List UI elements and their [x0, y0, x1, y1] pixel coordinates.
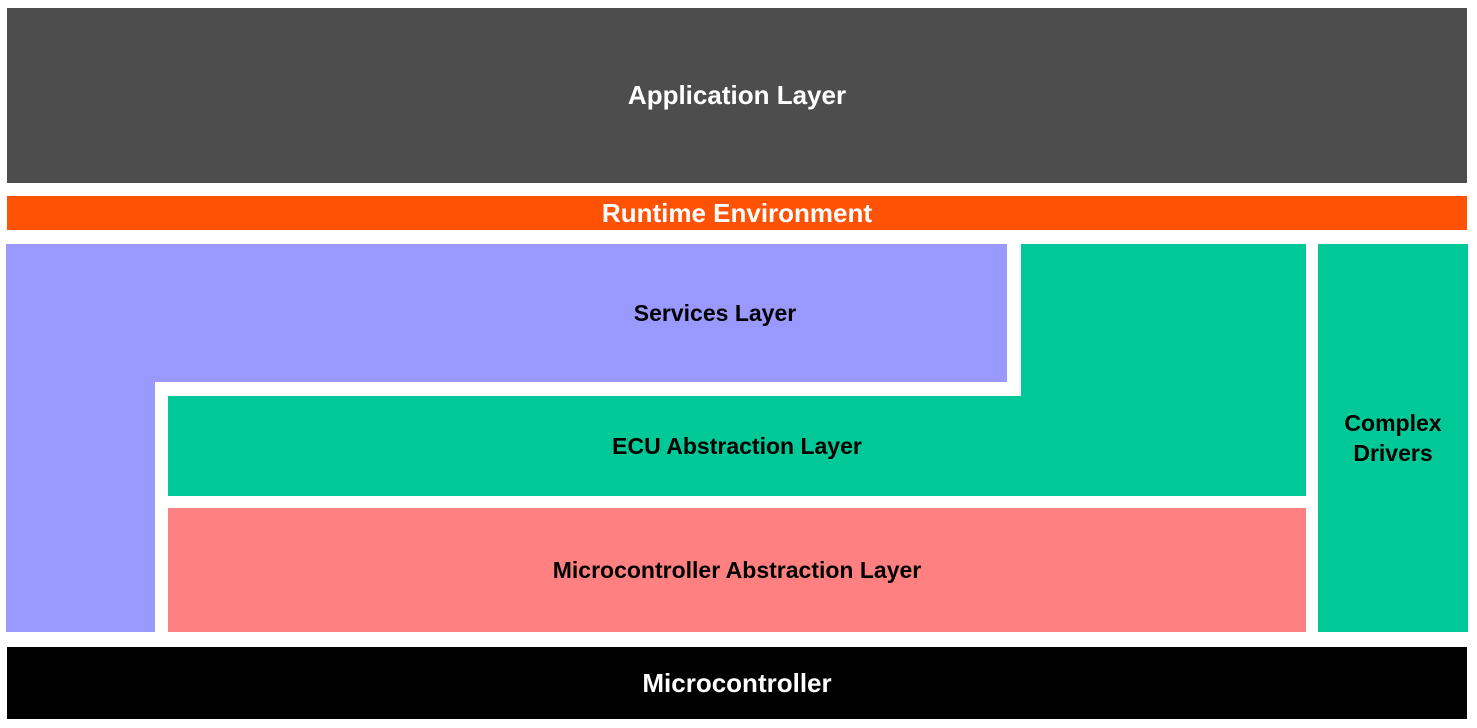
complex-drivers-block: Complex Drivers [1318, 244, 1468, 632]
complex-drivers-label: Complex Drivers [1344, 410, 1442, 466]
ecu-abstraction-layer-label: ECU Abstraction Layer [612, 432, 862, 459]
services-layer-block [6, 244, 1007, 382]
ecu-abstraction-extension-block [1021, 244, 1306, 397]
runtime-environment-block: Runtime Environment [7, 196, 1467, 230]
microcontroller-abstraction-layer-label: Microcontroller Abstraction Layer [552, 556, 922, 583]
runtime-environment-label: Runtime Environment [601, 197, 873, 228]
application-layer-label: Application Layer [627, 80, 847, 110]
microcontroller-abstraction-layer-block: Microcontroller Abstraction Layer [168, 508, 1306, 632]
ecu-abstraction-layer-block: ECU Abstraction Layer [168, 396, 1306, 496]
services-layer-column [6, 244, 155, 632]
application-layer-block: Application Layer [7, 8, 1467, 183]
microcontroller-label: Microcontroller [642, 667, 832, 698]
microcontroller-block: Microcontroller [7, 647, 1467, 719]
